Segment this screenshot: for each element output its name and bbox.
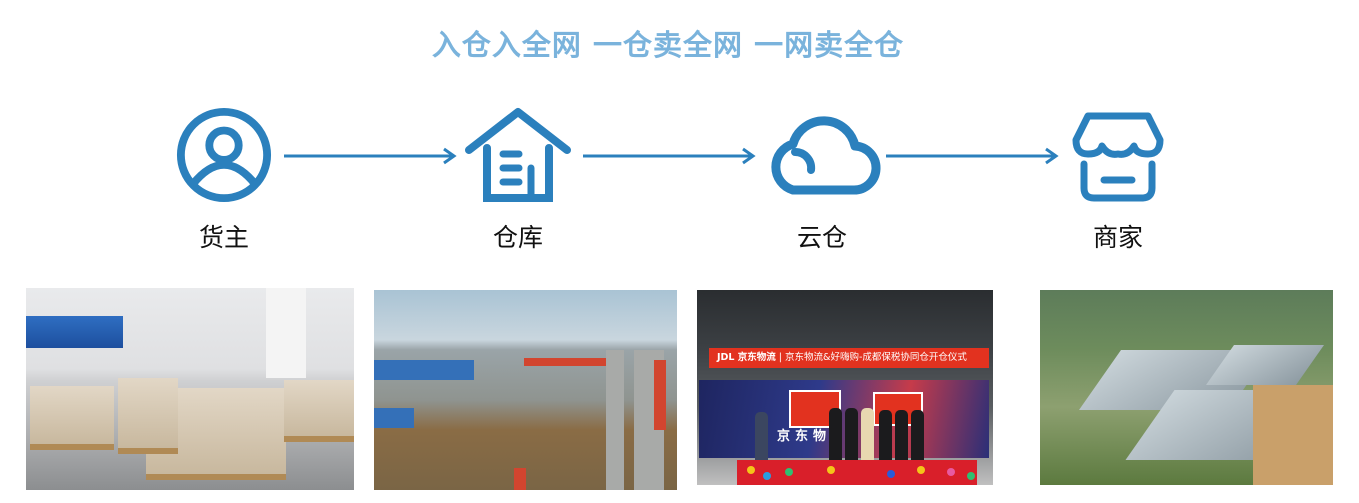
flow-node-label: 商家 [1092,223,1143,252]
cloud-icon [771,116,881,195]
opening-ceremony-photo: JDL 京东物流| 京东物流&好嗨购-成都保税协同仓开仓仪式 京东物 [697,290,993,485]
flow-node-label: 货主 [198,223,249,252]
user-circle-icon [176,107,272,203]
warehouse-pallets-photo [26,288,354,490]
flow-node-merchant: 商家 [1048,106,1188,254]
flow-node-owner: 货主 [154,106,294,254]
flow-node-cloud: 云仓 [752,106,892,254]
arrow-right-icon [583,147,756,165]
flow-node-label: 云仓 [796,223,847,252]
warehouse-house-icon [465,108,571,202]
page-title: 入仓入全网 一仓卖全网 一网卖全仓 [431,28,905,62]
flow-node-label: 仓库 [492,223,543,252]
arrow-right-icon [886,147,1059,165]
aerial-warehouse-park-photo [1040,290,1333,485]
flow-node-warehouse: 仓库 [448,106,588,254]
storefront-icon [1072,112,1164,202]
rail-container-yard-photo [374,290,677,490]
ceremony-banner: JDL 京东物流| 京东物流&好嗨购-成都保税协同仓开仓仪式 [709,348,989,368]
arrow-right-icon [284,147,457,165]
